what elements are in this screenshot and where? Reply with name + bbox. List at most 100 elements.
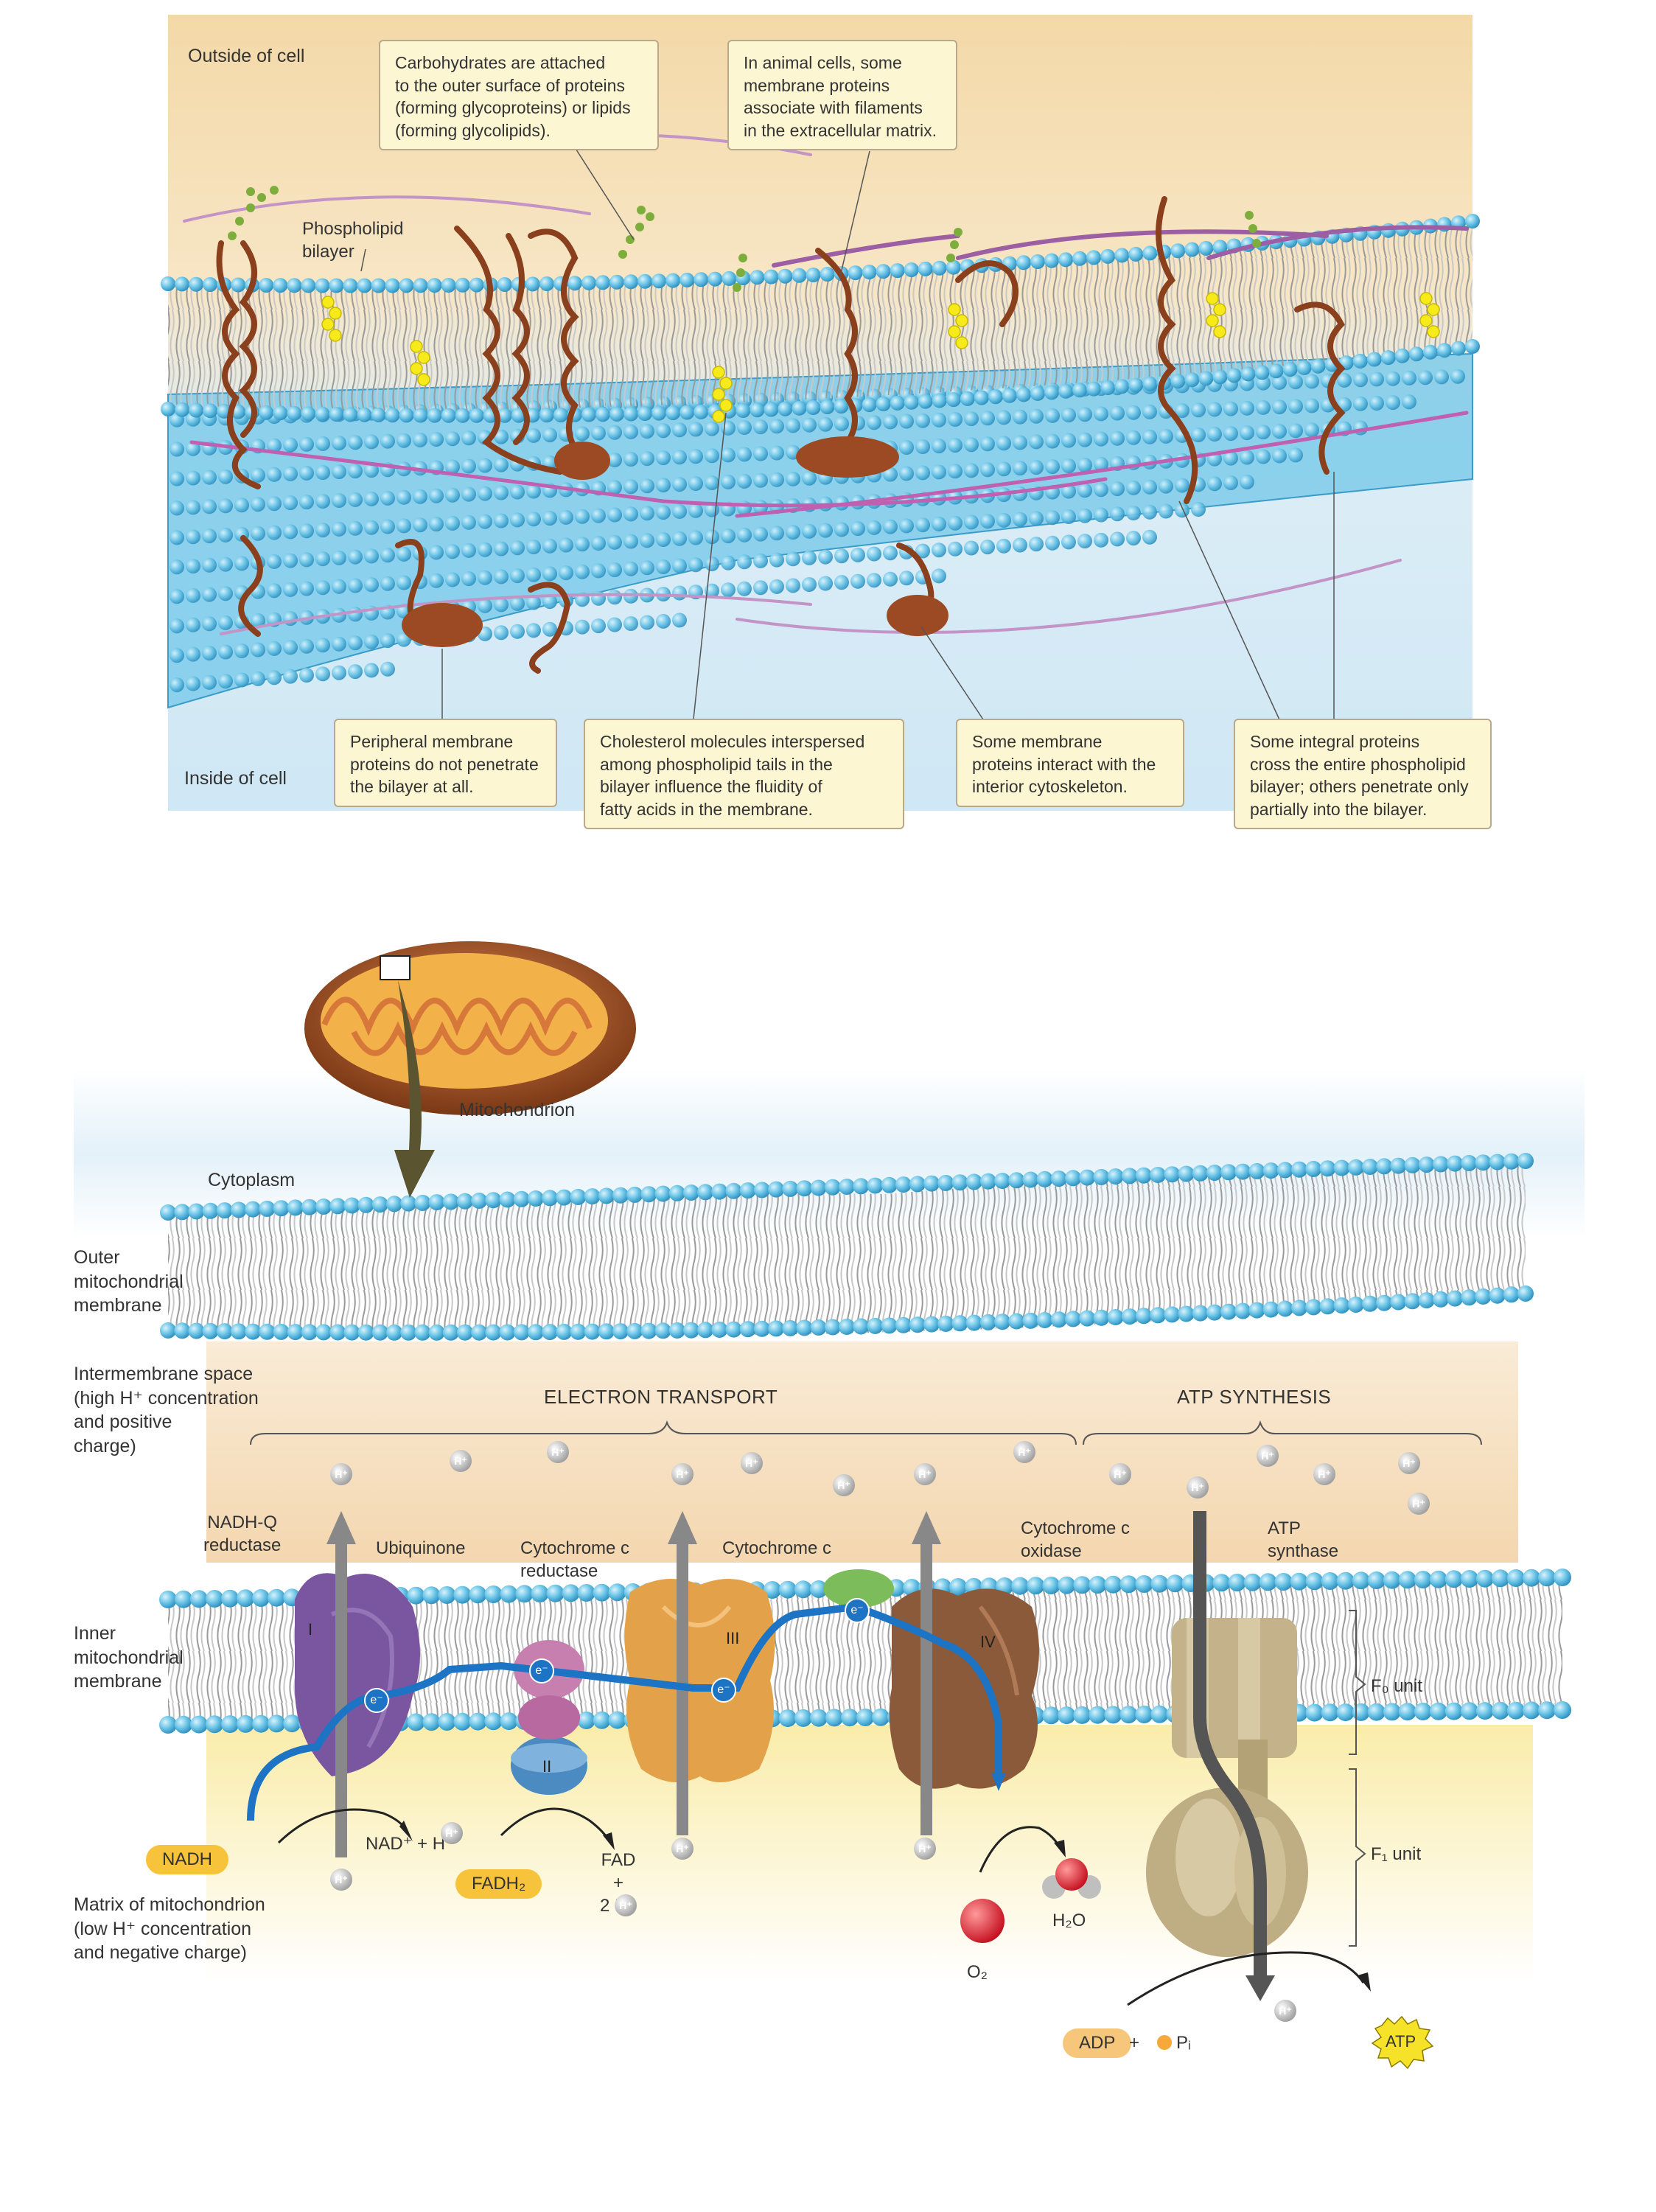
complex-IV-label: IV <box>980 1633 996 1651</box>
atp-synthase <box>1146 1618 1308 1957</box>
phospholipid-head <box>218 498 233 514</box>
phospholipid-head <box>980 411 995 426</box>
phospholipid-head <box>515 1585 534 1603</box>
proton-ion: H⁺ <box>615 1894 637 1916</box>
phospholipid-head <box>329 407 344 422</box>
phospholipid-head <box>856 1709 874 1726</box>
phospholipid-head <box>1240 425 1254 441</box>
phospholipid-head <box>414 1324 431 1341</box>
phospholipid-head <box>1110 531 1125 547</box>
outer-membrane-label: Outer mitochondrial membrane <box>74 1247 184 1316</box>
phospholipid-head <box>626 1322 643 1339</box>
phospholipid-head <box>170 677 184 693</box>
phospholipid-head <box>782 1180 799 1197</box>
phospholipid-head <box>1126 405 1141 420</box>
inner-membrane-label: Inner mitochondrial membrane <box>74 1623 184 1692</box>
phospholipid-head <box>881 1317 898 1334</box>
phospholipid-head <box>343 278 358 293</box>
phospholipid-head <box>725 1321 742 1338</box>
phospholipid-head <box>461 514 476 530</box>
phospholipid-head <box>591 425 606 441</box>
phospholipid-head <box>283 582 298 597</box>
phospholipid-head <box>708 271 723 287</box>
phospholipid-head <box>1094 406 1108 422</box>
phospholipid-head <box>608 1583 626 1602</box>
phospholipid-head <box>1447 1290 1464 1307</box>
phospholipid-head <box>1045 433 1060 449</box>
phospholipid-head <box>301 1324 318 1341</box>
phospholipid-head <box>1272 400 1287 415</box>
phospholipid-head <box>1451 341 1466 356</box>
phospholipid-head <box>429 517 444 532</box>
phospholipid-head <box>445 515 460 531</box>
phospholipid-head <box>1045 510 1060 526</box>
phospholipid-head <box>221 1715 240 1734</box>
phospholipid-head <box>1029 511 1044 526</box>
phospholipid-head <box>853 1318 870 1335</box>
phospholipid-head <box>1077 458 1092 472</box>
phospholipid-head <box>1489 1154 1506 1170</box>
phospholipid-head <box>1013 537 1027 553</box>
phospholipid-head <box>825 1709 843 1727</box>
phospholipid-head <box>697 1322 714 1339</box>
phospholipid-head <box>1072 251 1088 266</box>
electron-path <box>247 1602 1002 1821</box>
phospholipid-head <box>1164 1306 1181 1323</box>
phospholipid-head <box>230 1201 247 1218</box>
phospholipid-head <box>175 1590 192 1608</box>
phospholipid-head <box>245 1201 262 1218</box>
phospholipid-head <box>1121 1168 1138 1184</box>
phospholipid-head <box>883 467 898 482</box>
phospholipid-head <box>170 559 184 575</box>
phospholipid-head <box>216 1202 233 1219</box>
phospholipid-head <box>556 1323 573 1340</box>
phospholipid-head <box>1390 1157 1407 1174</box>
phospholipid-head <box>1206 1304 1223 1321</box>
phospholipid-head <box>189 276 204 292</box>
phospholipid-head <box>651 405 667 421</box>
callout-carbohydrates: Carbohydrates are attached to the outer … <box>379 40 659 150</box>
phospholipid-head <box>471 1324 488 1341</box>
phospholipid-head <box>607 590 622 605</box>
phospholipid-head <box>1361 1159 1378 1175</box>
phospholipid-head <box>1390 1294 1407 1311</box>
phospholipid-head <box>1110 506 1125 522</box>
phospholipid-head <box>1114 248 1130 263</box>
phospholipid-head <box>612 1323 629 1340</box>
phospholipid-head <box>175 402 189 417</box>
phospholipid-head <box>357 278 372 293</box>
phospholipid-head <box>267 525 282 540</box>
phospholipid-head <box>1061 433 1076 448</box>
phospholipid-head <box>656 423 671 439</box>
pi-label: Pᵢ <box>1176 2033 1191 2053</box>
phospholipid-head <box>862 397 877 413</box>
phospholipid-head <box>542 566 557 582</box>
phospholipid-head <box>932 439 946 454</box>
phospholipid-head <box>267 583 282 599</box>
phospholipid-head <box>570 1323 587 1340</box>
phospholipid-head <box>332 550 346 565</box>
phospholipid-head <box>1223 426 1238 442</box>
phospholipid-head <box>445 459 460 475</box>
nadh-pill: NADH <box>146 1845 229 1874</box>
phospholipid-head <box>299 495 314 510</box>
phospholipid-head <box>364 577 379 593</box>
phospholipid-head <box>1170 243 1186 259</box>
phospholipid-head <box>559 537 573 553</box>
phospholipid-head <box>1030 254 1045 269</box>
phospholipid-head <box>1126 506 1141 520</box>
phospholipid-head <box>527 1190 544 1207</box>
phospholipid-head <box>348 635 363 651</box>
phospholipid-head <box>951 1315 968 1332</box>
phospholipid-head <box>737 554 752 570</box>
phospholipid-head <box>883 414 898 430</box>
phospholipid-head <box>1503 1153 1520 1170</box>
phospholipid-head <box>526 567 541 582</box>
phospholipid-head <box>682 1184 699 1201</box>
phospholipid-head <box>1079 1310 1096 1327</box>
phospholipid-head <box>737 527 752 542</box>
fig1-leader-lines <box>360 147 1335 727</box>
phospholipid-head <box>1011 1577 1030 1595</box>
phospholipid-head <box>531 1585 549 1602</box>
phospholipid-head <box>895 1176 912 1193</box>
